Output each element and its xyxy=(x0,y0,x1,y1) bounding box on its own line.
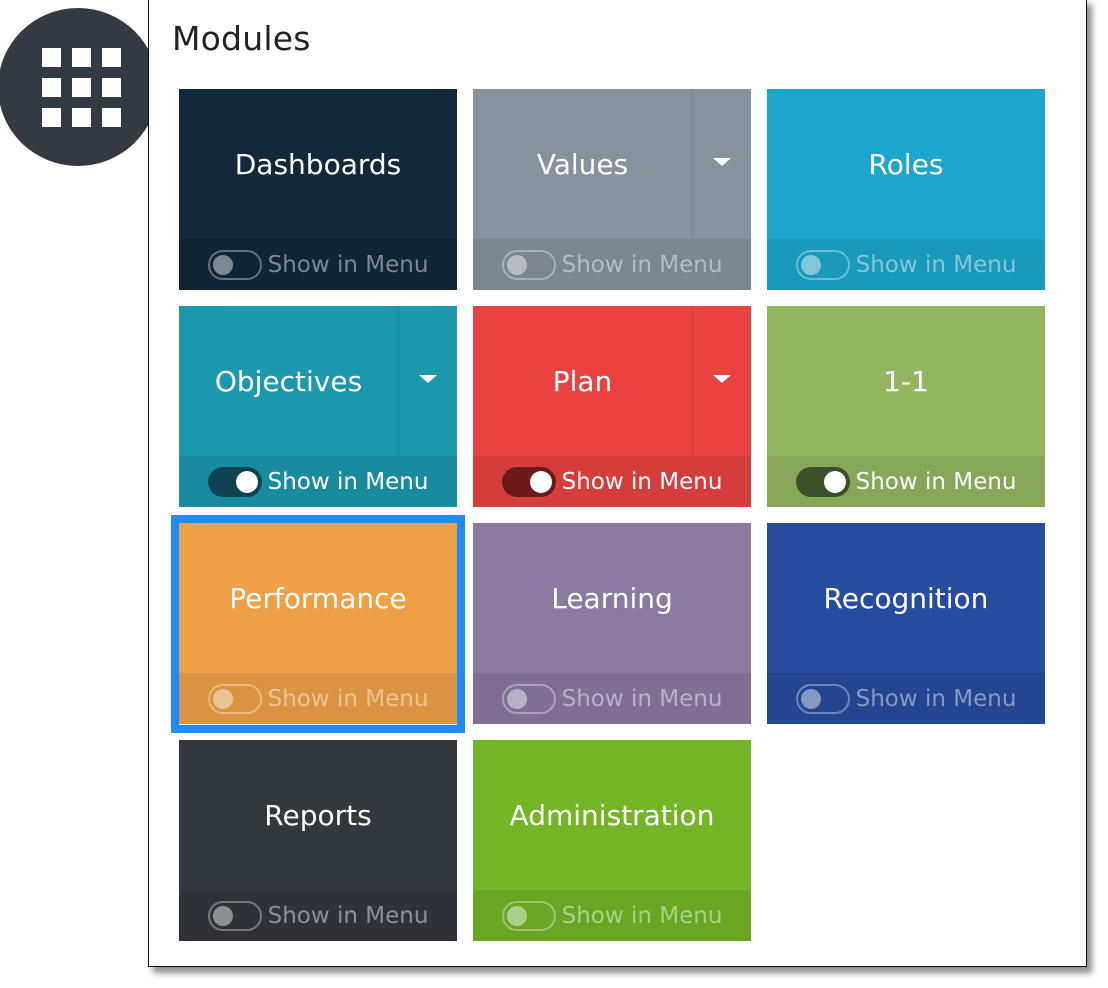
show-in-menu-toggle[interactable] xyxy=(207,466,262,497)
toggle-knob xyxy=(212,905,233,926)
show-in-menu-label: Show in Menu xyxy=(855,251,1017,278)
show-in-menu-label: Show in Menu xyxy=(855,468,1017,495)
show-in-menu-row: Show in Menu xyxy=(767,456,1045,507)
module-button-values[interactable]: Values xyxy=(473,89,692,239)
module-label: Dashboards xyxy=(234,147,402,181)
module-tile-roles: Roles Show in Menu xyxy=(767,89,1045,290)
module-tile-dashboards: Dashboards Show in Menu xyxy=(179,89,457,290)
show-in-menu-toggle[interactable] xyxy=(795,249,850,280)
module-dropdown-button-objectives[interactable] xyxy=(398,306,457,456)
caret-down-icon xyxy=(713,375,731,383)
module-tile-1-1: 1-1 Show in Menu xyxy=(767,306,1045,507)
module-label: Recognition xyxy=(823,581,989,615)
show-in-menu-label: Show in Menu xyxy=(267,902,429,929)
show-in-menu-row: Show in Menu xyxy=(179,890,457,941)
module-tile-reports: Reports Show in Menu xyxy=(179,740,457,941)
show-in-menu-row: Show in Menu xyxy=(179,673,457,724)
toggle-knob xyxy=(212,688,233,709)
apps-menu-button[interactable] xyxy=(0,8,158,166)
module-button-performance[interactable]: Performance xyxy=(179,523,457,673)
module-label: 1-1 xyxy=(883,364,929,398)
show-in-menu-label: Show in Menu xyxy=(267,251,429,278)
toggle-knob xyxy=(506,688,527,709)
module-button-plan[interactable]: Plan xyxy=(473,306,692,456)
module-label: Objectives xyxy=(214,364,363,398)
module-label: Reports xyxy=(264,798,372,832)
toggle-knob xyxy=(800,688,821,709)
show-in-menu-toggle[interactable] xyxy=(501,683,556,714)
module-button-1-1[interactable]: 1-1 xyxy=(767,306,1045,456)
module-button-objectives[interactable]: Objectives xyxy=(179,306,398,456)
show-in-menu-row: Show in Menu xyxy=(767,239,1045,290)
show-in-menu-label: Show in Menu xyxy=(855,685,1017,712)
module-tile-recognition: Recognition Show in Menu xyxy=(767,523,1045,724)
module-button-recognition[interactable]: Recognition xyxy=(767,523,1045,673)
show-in-menu-row: Show in Menu xyxy=(473,239,751,290)
module-tile-values: Values Show in Menu xyxy=(473,89,751,290)
module-tile-performance: Performance Show in Menu xyxy=(179,523,457,724)
show-in-menu-label: Show in Menu xyxy=(267,685,429,712)
module-button-reports[interactable]: Reports xyxy=(179,740,457,890)
show-in-menu-toggle[interactable] xyxy=(501,900,556,931)
caret-down-icon xyxy=(419,375,437,383)
toggle-knob xyxy=(235,470,258,493)
show-in-menu-toggle[interactable] xyxy=(207,249,262,280)
module-dropdown-button-plan[interactable] xyxy=(692,306,751,456)
show-in-menu-toggle[interactable] xyxy=(207,683,262,714)
module-tile-administration: Administration Show in Menu xyxy=(473,740,751,941)
show-in-menu-row: Show in Menu xyxy=(179,239,457,290)
module-tile-objectives: Objectives Show in Menu xyxy=(179,306,457,507)
module-label: Performance xyxy=(229,581,407,615)
show-in-menu-row: Show in Menu xyxy=(473,890,751,941)
toggle-knob xyxy=(529,470,552,493)
show-in-menu-toggle[interactable] xyxy=(207,900,262,931)
toggle-knob xyxy=(823,470,846,493)
show-in-menu-label: Show in Menu xyxy=(561,685,723,712)
show-in-menu-row: Show in Menu xyxy=(473,673,751,724)
show-in-menu-row: Show in Menu xyxy=(767,673,1045,724)
toggle-knob xyxy=(800,254,821,275)
show-in-menu-label: Show in Menu xyxy=(561,468,723,495)
module-label: Administration xyxy=(509,798,715,832)
module-button-dashboards[interactable]: Dashboards xyxy=(179,89,457,239)
show-in-menu-label: Show in Menu xyxy=(561,251,723,278)
grid-icon xyxy=(42,48,121,127)
show-in-menu-label: Show in Menu xyxy=(267,468,429,495)
module-button-administration[interactable]: Administration xyxy=(473,740,751,890)
module-button-learning[interactable]: Learning xyxy=(473,523,751,673)
panel-title: Modules xyxy=(172,19,311,58)
module-tile-learning: Learning Show in Menu xyxy=(473,523,751,724)
module-label: Plan xyxy=(552,364,613,398)
show-in-menu-row: Show in Menu xyxy=(473,456,751,507)
show-in-menu-toggle[interactable] xyxy=(795,683,850,714)
show-in-menu-row: Show in Menu xyxy=(179,456,457,507)
show-in-menu-toggle[interactable] xyxy=(501,249,556,280)
module-dropdown-button-values[interactable] xyxy=(692,89,751,239)
module-label: Values xyxy=(536,147,629,181)
toggle-knob xyxy=(212,254,233,275)
show-in-menu-toggle[interactable] xyxy=(795,466,850,497)
selected-tile-highlight xyxy=(171,515,465,733)
module-button-roles[interactable]: Roles xyxy=(767,89,1045,239)
toggle-knob xyxy=(506,905,527,926)
module-tile-plan: Plan Show in Menu xyxy=(473,306,751,507)
toggle-knob xyxy=(506,254,527,275)
module-label: Learning xyxy=(551,581,673,615)
module-label: Roles xyxy=(868,147,944,181)
show-in-menu-toggle[interactable] xyxy=(501,466,556,497)
show-in-menu-label: Show in Menu xyxy=(561,902,723,929)
caret-down-icon xyxy=(713,158,731,166)
